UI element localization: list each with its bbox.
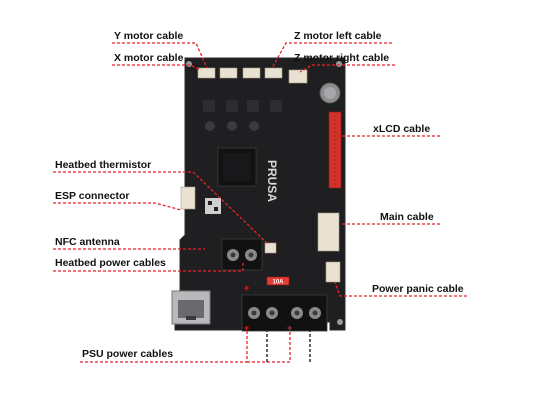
label-heatbed-power-cables: Heatbed power cables [55,257,166,269]
power-panic-connector [325,261,341,283]
heatbed-power-terminal [221,238,263,271]
svg-text:+: + [287,323,292,333]
label-y-motor-cable: Y motor cable [114,30,183,42]
callout-line-psu-2 [247,331,291,363]
fuse-label: 10A [272,280,284,286]
callout-line-power-panic [334,281,467,297]
label-esp-connector: ESP connector [55,190,130,202]
callout-line-z-right [299,64,395,73]
main-cable-connector [317,212,340,252]
callout-line-y-motor [112,42,208,69]
label-z-motor-right-cable: Z motor right cable [294,52,389,64]
callout-line-heatbed-thermistor [53,171,269,245]
label-z-motor-left-cable: Z motor left cable [294,30,382,42]
motor-connectors [197,67,308,84]
label-x-motor-cable: X motor cable [114,52,184,64]
ethernet-jack [171,290,211,325]
callout-line-x-motor [112,64,202,71]
svg-text:+: + [244,283,249,293]
label-psu-power-cables: PSU power cables [82,348,173,360]
thermistor-connector [264,242,277,254]
label-nfc-antenna: NFC antenna [55,236,120,248]
label-heatbed-thermistor: Heatbed thermistor [55,159,151,171]
fuse: 10A [266,276,290,286]
callout-line-esp [53,202,182,211]
svg-text:+: + [244,323,249,333]
esp-connector [180,186,196,210]
control-board: PRUSA 10A [171,57,346,332]
callout-line-z-left [271,42,392,69]
board-brand: PRUSA [265,160,279,202]
label-main-cable: Main cable [380,211,434,223]
xlcd-header [328,111,342,189]
label-xlcd-cable: xLCD cable [373,123,430,135]
polarity-markers: + + + [244,283,292,333]
label-power-panic-cable: Power panic cable [372,283,464,295]
callout-lines [53,42,467,363]
psu-terminal-block [241,294,328,332]
callout-line-heatbed-power [53,262,244,272]
